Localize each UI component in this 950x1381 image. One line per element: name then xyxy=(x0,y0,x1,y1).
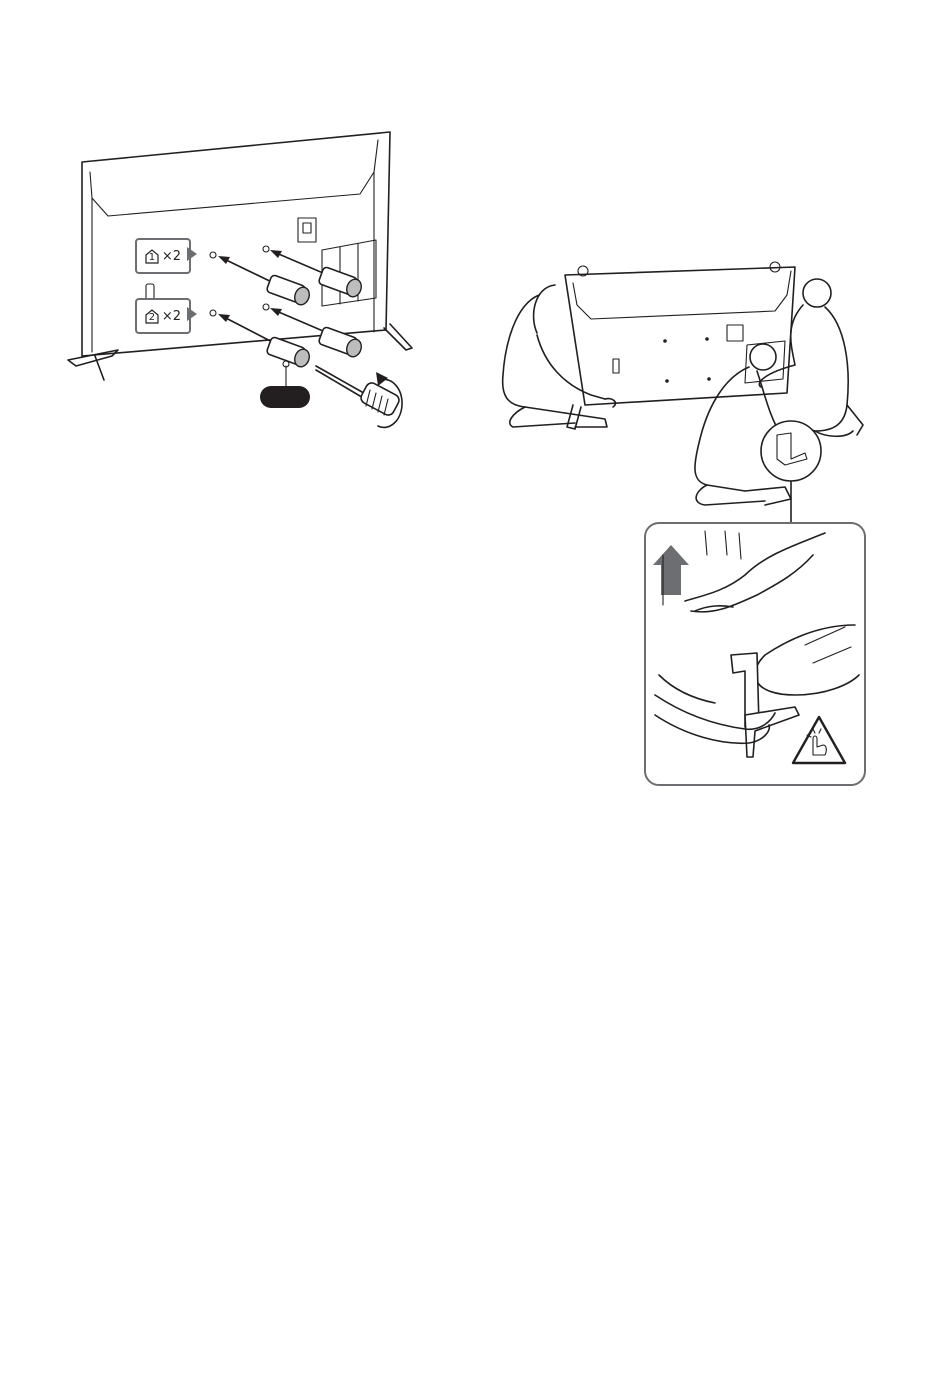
house-number-icon: 1 xyxy=(145,249,159,264)
screw-installation-illustration xyxy=(40,110,440,450)
callout-quantity: ×2 xyxy=(162,309,181,324)
lifting-tv-illustration xyxy=(495,255,875,795)
callout-quantity: ×2 xyxy=(162,249,181,264)
lifting-tv-figure xyxy=(495,255,875,795)
detail-inset xyxy=(645,523,865,785)
callout-number: 2 xyxy=(145,312,159,323)
callout-screw-2: 2 ×2 xyxy=(135,298,191,334)
screw-installation-figure: 1 ×2 2 ×2 xyxy=(40,110,440,450)
screwdriver xyxy=(316,366,401,417)
house-number-icon: 2 xyxy=(145,309,159,324)
screw-type-marker xyxy=(260,361,310,408)
callout-pointer xyxy=(187,307,197,321)
callout-screw-1: 1 ×2 xyxy=(135,238,191,274)
callout-pointer xyxy=(187,247,197,261)
stand-leg xyxy=(567,405,581,429)
detail-magnifier xyxy=(761,421,821,523)
callout-number: 1 xyxy=(145,252,159,263)
